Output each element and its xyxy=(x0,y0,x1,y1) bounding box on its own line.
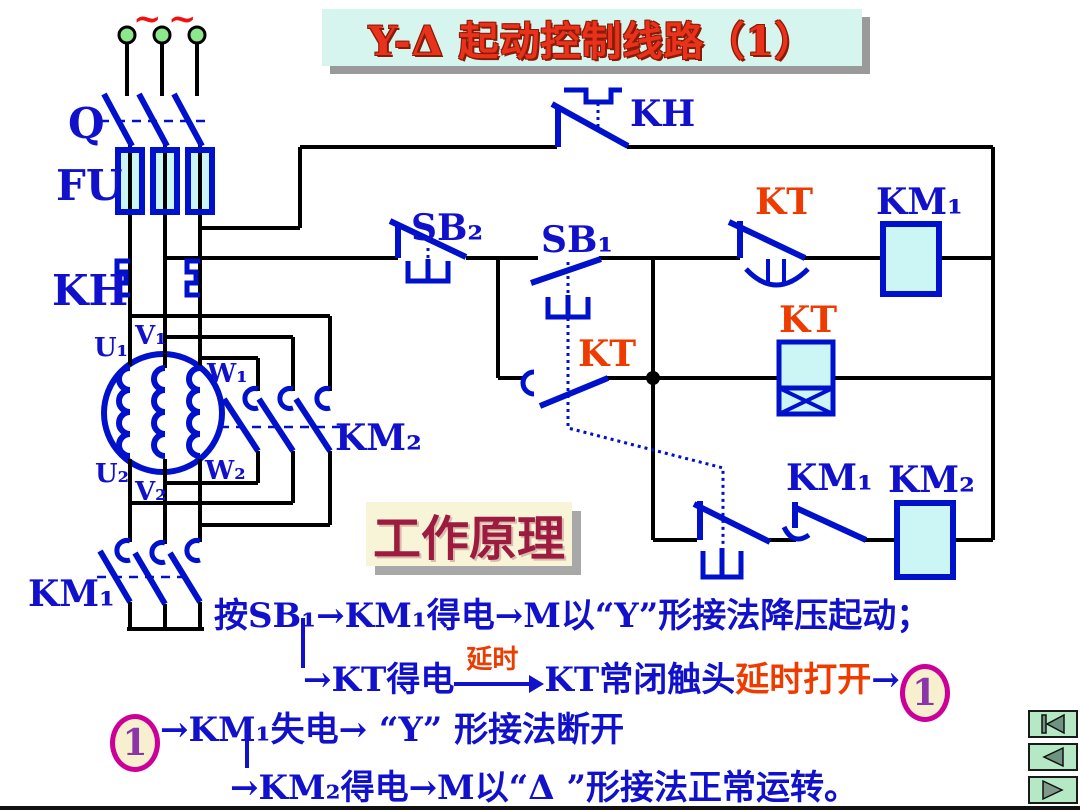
fu-fuses xyxy=(115,147,215,215)
nav-next-button[interactable] xyxy=(1028,776,1078,804)
q-switch xyxy=(100,92,212,148)
km1-coil xyxy=(880,221,942,297)
motor-windings xyxy=(116,365,201,459)
kt-no-label: KT xyxy=(578,333,636,375)
delay-arrow-label: 延时 xyxy=(466,645,519,675)
motor-terminal-w2: W₂ xyxy=(204,456,246,486)
km2-coil-label: KM₂ xyxy=(888,459,975,501)
line2-arrow2: → xyxy=(871,660,900,700)
km1-interlock-label: KM₁ xyxy=(786,457,873,499)
previous-icon xyxy=(1042,746,1064,768)
sb2-label: SB₂ xyxy=(411,207,483,249)
sb1-nc-contact xyxy=(692,501,772,580)
go-to-first-icon xyxy=(1041,713,1065,735)
phase-tilde-icon: ~ xyxy=(133,0,162,39)
km2-delta-contacts xyxy=(220,386,340,453)
line2-delay-open: 延时打开 xyxy=(735,660,872,700)
delay-arrow-head-icon xyxy=(529,675,545,693)
slide-bottom-edge xyxy=(0,806,1080,810)
motor-terminal-u2: U₂ xyxy=(95,459,129,489)
kt-coil-label: KT xyxy=(779,299,837,341)
sb1-start-button xyxy=(530,256,725,546)
branch-line-1 xyxy=(301,618,305,668)
motor-terminal-v2: V₂ xyxy=(134,477,167,507)
delay-arrow: 延时 xyxy=(454,645,545,695)
next-icon xyxy=(1042,779,1064,801)
km2-coil xyxy=(894,500,956,580)
nav-first-button[interactable] xyxy=(1028,710,1078,738)
km1-nc-interlock xyxy=(781,502,868,543)
principle-heading: 工作原理 xyxy=(372,511,565,567)
kt-no-contact xyxy=(520,369,610,409)
kt-nc-label: KT xyxy=(755,181,813,223)
sb1-label: SB₁ xyxy=(541,219,613,261)
km2-main-label: KM₂ xyxy=(335,417,422,459)
page-title: Y-Δ 起动控制线路（1） xyxy=(368,17,816,65)
principle-line-3: 1→KM₁失电→ “Y” 形接法断开 xyxy=(110,702,624,772)
principle-line-2: →KT得电延时 KT常闭触头延时打开→1 xyxy=(303,645,950,722)
motor-terminal-w1: W₁ xyxy=(206,359,248,389)
principle-line-1: 按SB₁→KM₁得电→M以“Y”形接法降压起动； xyxy=(214,596,931,636)
phase-tilde-icon: ~ xyxy=(168,0,197,39)
power-supply-terminals: ~ ~ xyxy=(117,0,207,45)
sb2-stop-button xyxy=(388,218,468,284)
motor-terminal-v1: V₁ xyxy=(134,321,167,351)
kh-overload-heaters xyxy=(114,258,200,298)
branch-line-2 xyxy=(245,722,249,768)
step-badge-1: 1 xyxy=(899,664,950,722)
km1-star-contacts xyxy=(97,538,203,606)
fu-label: FU xyxy=(56,161,122,210)
wiring xyxy=(125,43,995,631)
control-kh-contact xyxy=(550,87,630,149)
km1-main-label: KM₁ xyxy=(28,573,115,615)
line2-start: →KT得电 xyxy=(303,660,455,700)
q-label: Q xyxy=(68,99,105,148)
slide-nav xyxy=(1028,710,1078,804)
control-kh-label: KH xyxy=(630,93,695,135)
line2-after-arrow: KT常闭触头 xyxy=(544,660,736,700)
step-badge-2: 1 xyxy=(110,714,160,772)
kt-coil xyxy=(776,339,836,417)
principle-heading-box: 工作原理 xyxy=(366,502,572,567)
principle-line-4: →KM₂得电→M以“Δ ”形接法正常运转。 xyxy=(230,768,859,808)
delay-arrow-line xyxy=(454,682,531,686)
motor-terminal-u1: U₁ xyxy=(94,333,128,363)
nav-prev-button[interactable] xyxy=(1028,743,1078,771)
line3-text: →KM₁失电→ “Y” 形接法断开 xyxy=(160,710,625,750)
km1-coil-label: KM₁ xyxy=(876,181,963,223)
title-banner: Y-Δ 起动控制线路（1） xyxy=(322,9,862,66)
kh-label: KH xyxy=(52,266,128,315)
junction-dot xyxy=(646,371,660,385)
kt-nc-delayed-contact xyxy=(727,219,810,288)
